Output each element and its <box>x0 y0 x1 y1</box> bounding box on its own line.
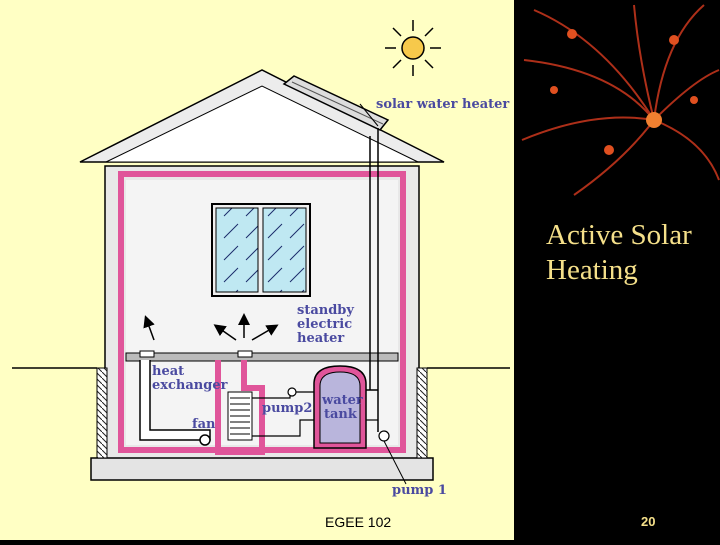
vent-right <box>238 351 252 357</box>
label-pump1: pump 1 <box>392 483 447 498</box>
foundation <box>91 458 433 480</box>
label-exchanger: exchanger <box>152 378 228 393</box>
window <box>212 204 310 296</box>
label-fan: fan <box>192 417 216 432</box>
slide-title-line-2: Heating <box>546 253 716 288</box>
basement-wall-left <box>97 368 107 458</box>
diagram-panel: solar water heater standby electric heat… <box>0 0 514 540</box>
fireworks-decoration <box>514 0 720 200</box>
label-standby-3: heater <box>297 331 344 346</box>
slide-title: Active Solar Heating <box>546 218 716 288</box>
vent-left <box>140 351 154 357</box>
label-standby-1: standby <box>297 303 354 318</box>
course-footer: EGEE 102 <box>325 514 391 530</box>
floor <box>126 353 398 361</box>
label-water: water <box>321 393 363 408</box>
fan-icon <box>200 435 210 445</box>
slide-title-line-1: Active Solar <box>546 218 716 253</box>
pump1-icon <box>379 431 389 441</box>
pump2-icon <box>288 388 296 396</box>
label-standby-2: electric <box>297 317 352 332</box>
label-tank: tank <box>324 407 358 422</box>
solar-house-diagram: solar water heater standby electric heat… <box>0 0 514 540</box>
page-number: 20 <box>641 514 655 529</box>
label-solar-water-heater: solar water heater <box>376 97 509 112</box>
sun-icon <box>385 20 441 76</box>
label-heat: heat <box>152 364 184 379</box>
basement-wall-right <box>417 368 427 458</box>
label-pump2: pump2 <box>262 401 312 416</box>
